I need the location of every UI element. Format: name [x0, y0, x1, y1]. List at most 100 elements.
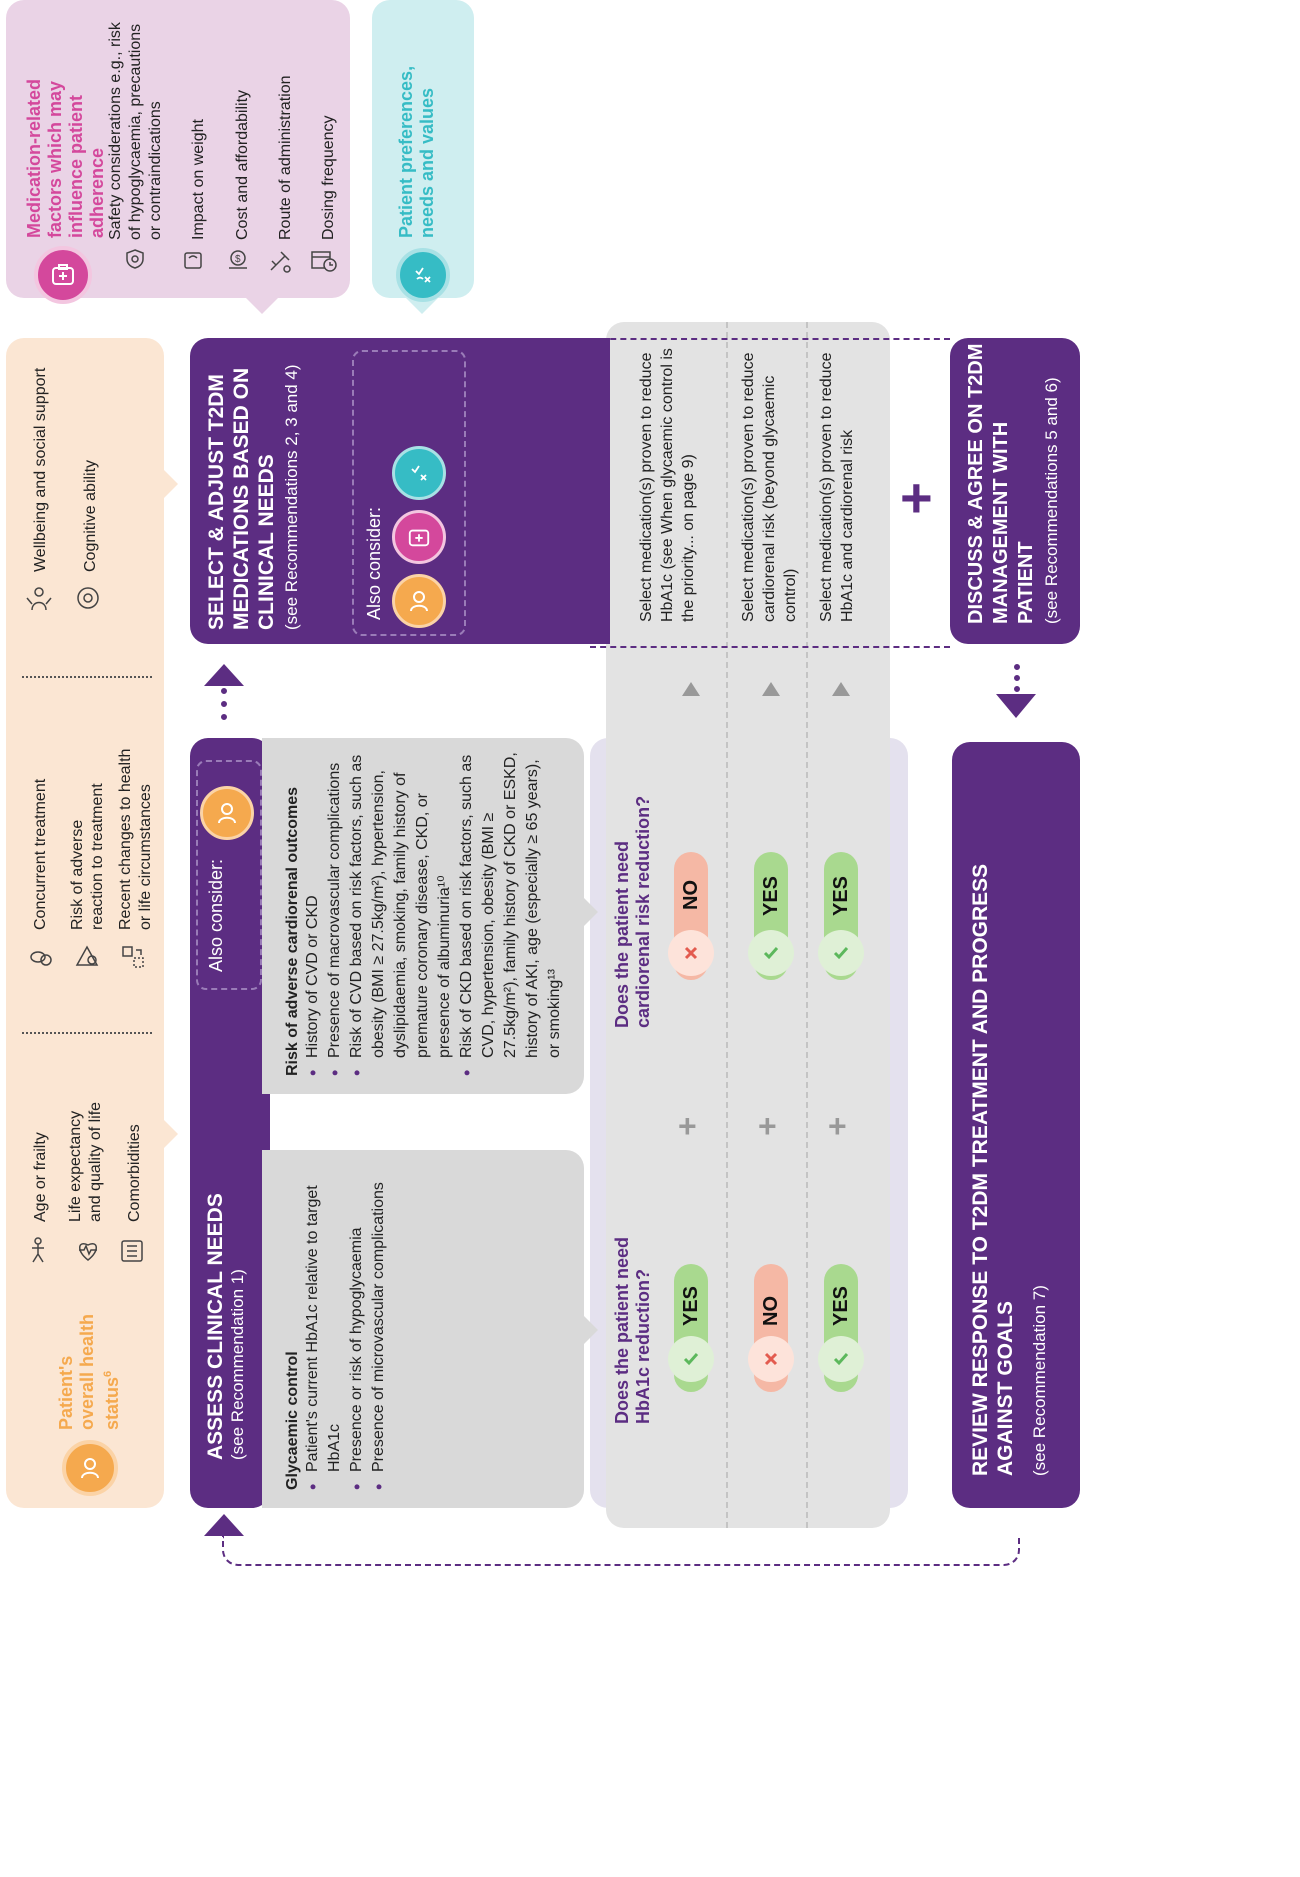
plus-icon: +	[758, 1108, 777, 1144]
loop-line	[222, 1536, 1020, 1566]
glycaemic-box-pointer	[582, 1314, 598, 1346]
row-divider-1	[726, 322, 728, 1528]
brain-icon	[74, 584, 102, 612]
cardiorenal-box-pointer	[582, 896, 598, 928]
plus-icon: +	[678, 1108, 697, 1144]
select-title: SELECT & ADJUST T2DM MEDICATIONS BASED O…	[205, 367, 278, 630]
arrow-down-shaft	[1014, 664, 1026, 692]
select-outcomes-border	[590, 338, 950, 648]
discuss-subtitle: (see Recommendations 5 and 6)	[1042, 377, 1061, 624]
assess-title: ASSESS CLINICAL NEEDS	[204, 1193, 227, 1460]
health-status-sup: 6	[102, 1370, 114, 1377]
select-subtitle: (see Recommendations 2, 3 and 4)	[282, 364, 301, 630]
cross-icon	[668, 930, 714, 976]
review-header	[952, 742, 1080, 1508]
cardiorenal-answer-3-label: YES	[830, 875, 852, 916]
heartbeat-icon	[74, 1236, 102, 1264]
check-icon	[818, 930, 864, 976]
plus-icon-large: +	[900, 466, 933, 529]
med-factor-route: Route of administration	[277, 75, 294, 240]
health-recent-changes: Recent changes to health or life circums…	[117, 748, 154, 930]
glycaemic-item-1: Patient's current HbA1c relative to targ…	[302, 1160, 346, 1490]
health-life-expectancy: Life expectancy and quality of life	[67, 1101, 104, 1222]
health-status-panel	[6, 338, 164, 1508]
select-outcome-2: Select medication(s) proven to reduce ca…	[740, 352, 799, 622]
shield-icon	[124, 248, 146, 270]
triangle-up-icon	[832, 682, 850, 696]
preferences-icon-teal	[392, 446, 446, 500]
preferences-icon	[396, 248, 450, 302]
health-age-frailty: Age or frailty	[32, 1132, 49, 1222]
support-icon	[24, 584, 54, 614]
health-status-title: Patient's overall health status6	[56, 1300, 123, 1430]
cross-icon	[748, 1336, 794, 1382]
arrow-down-icon	[996, 694, 1036, 718]
health-cognitive: Cognitive ability	[82, 459, 99, 572]
glycaemic-list: Patient's current HbA1c relative to targ…	[302, 1160, 390, 1490]
hba1c-answer-3-label: YES	[830, 1285, 852, 1326]
check-icon	[748, 930, 794, 976]
glycaemic-item-2: Presence or risk of hypoglycaemia	[346, 1160, 368, 1490]
select-also-consider-box	[352, 350, 466, 636]
medication-factors-title: Medication-related factors which may inf…	[24, 78, 107, 238]
arrow-up-icon	[204, 664, 244, 686]
cardiorenal-item-3: Risk of CVD based on risk factors, such …	[346, 746, 456, 1076]
assess-also-consider: Also consider:	[206, 858, 226, 972]
patient-icon-orange-assess	[200, 786, 254, 840]
glycaemic-item-3: Presence of microvascular complications	[368, 1160, 390, 1490]
syringe-icon	[267, 248, 293, 274]
health-status-pointer-2	[162, 468, 178, 500]
triangle-up-icon	[762, 682, 780, 696]
frailty-icon	[24, 1236, 52, 1264]
select-outcome-1: Select medication(s) proven to reduce Hb…	[638, 348, 697, 622]
med-factor-cost: Cost and affordability	[234, 89, 251, 240]
check-icon	[668, 1336, 714, 1382]
health-status-pointer-1	[162, 1118, 178, 1150]
assess-subtitle: (see Recommendation 1)	[228, 1269, 247, 1460]
patient-icon-orange	[62, 1440, 118, 1496]
cardiorenal-item-2: Presence of macrovascular complications	[324, 746, 346, 1076]
health-concurrent-treatment: Concurrent treatment	[32, 778, 49, 930]
loop-arrow-up-icon	[204, 1514, 244, 1536]
scale-icon	[183, 250, 203, 270]
review-title: REVIEW RESPONSE TO T2DM TREATMENT AND PR…	[969, 863, 1017, 1476]
plus-icon: +	[828, 1108, 847, 1144]
assess-also-consider-box	[196, 760, 262, 990]
question-hba1c: Does the patient need HbA1c reduction?	[612, 1236, 653, 1424]
svg-text:$: $	[235, 254, 241, 265]
discuss-title: DISCUSS & AGREE ON T2DM MANAGEMENT WITH …	[965, 343, 1037, 624]
review-subtitle: (see Recommendation 7)	[1030, 1285, 1049, 1476]
medication-icon-pink	[392, 510, 446, 564]
med-factor-dosing: Dosing frequency	[320, 115, 337, 240]
question-cardiorenal: Does the patient need cardiorenal risk r…	[612, 795, 653, 1028]
reaction-icon	[74, 944, 100, 970]
cardiorenal-item-1: History of CVD or CKD	[302, 746, 324, 1076]
change-icon	[120, 944, 146, 970]
calendar-clock-icon	[310, 246, 338, 274]
preferences-title: Patient preferences, needs and values	[396, 65, 437, 238]
cardiorenal-answer-1-label: NO	[680, 880, 702, 910]
health-separator-2	[22, 676, 152, 678]
health-comorbidities: Comorbidities	[126, 1124, 143, 1222]
check-icon	[818, 1336, 864, 1382]
clipboard-icon	[118, 1236, 146, 1264]
triangle-up-icon	[682, 682, 700, 696]
glycaemic-title: Glycaemic control	[284, 1351, 301, 1490]
health-separator-1	[22, 1032, 152, 1034]
arrow-up-shaft	[221, 688, 233, 720]
hba1c-answer-2-label: NO	[760, 1296, 782, 1326]
med-factor-weight: Impact on weight	[190, 119, 207, 240]
hba1c-answer-1-label: YES	[680, 1285, 702, 1326]
medication-factors-icon	[34, 246, 92, 304]
pills-icon	[28, 944, 54, 970]
coin-icon: $	[226, 248, 250, 272]
health-adverse-reaction: Risk of adverse reaction to treatment	[69, 783, 106, 930]
health-wellbeing: Wellbeing and social support	[32, 367, 49, 572]
patient-icon-orange-select	[392, 574, 446, 628]
medication-factors-pointer	[244, 296, 280, 314]
select-also-consider: Also consider:	[364, 506, 384, 620]
cardiorenal-title: Risk of adverse cardiorenal outcomes	[284, 787, 301, 1076]
select-outcome-3: Select medication(s) proven to reduce Hb…	[818, 352, 856, 622]
cardiorenal-answer-2-label: YES	[760, 875, 782, 916]
discuss-header	[950, 338, 1080, 644]
